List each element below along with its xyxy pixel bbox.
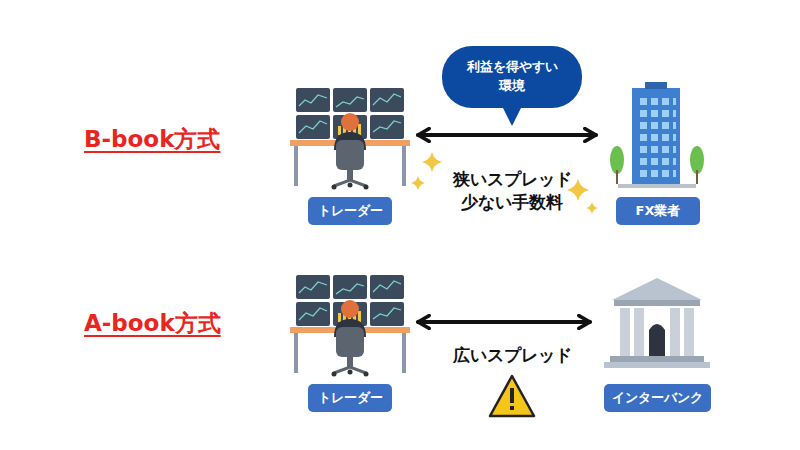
edge-label: 狭いスプレッド 少ない手数料	[448, 168, 576, 214]
double-arrow	[418, 133, 596, 137]
trader-node: トレーダー	[290, 272, 410, 412]
name-tag: トレーダー	[308, 384, 392, 412]
edge-label: 広いスプレッド	[442, 344, 582, 367]
name-tag: インターバンク	[604, 384, 711, 412]
section-heading: A-book方式	[84, 308, 221, 339]
speech-bubble: 利益を得やすい 環境	[442, 46, 582, 108]
company-node: FX業者	[604, 80, 712, 225]
trader-node: トレーダー	[290, 85, 410, 225]
name-tag: FX業者	[616, 197, 700, 225]
double-arrow	[418, 320, 590, 324]
section-heading: B-book方式	[84, 124, 220, 155]
bank-node: インターバンク	[598, 272, 716, 412]
name-tag: トレーダー	[308, 197, 392, 225]
bubble-text: 利益を得やすい 環境	[464, 58, 560, 96]
